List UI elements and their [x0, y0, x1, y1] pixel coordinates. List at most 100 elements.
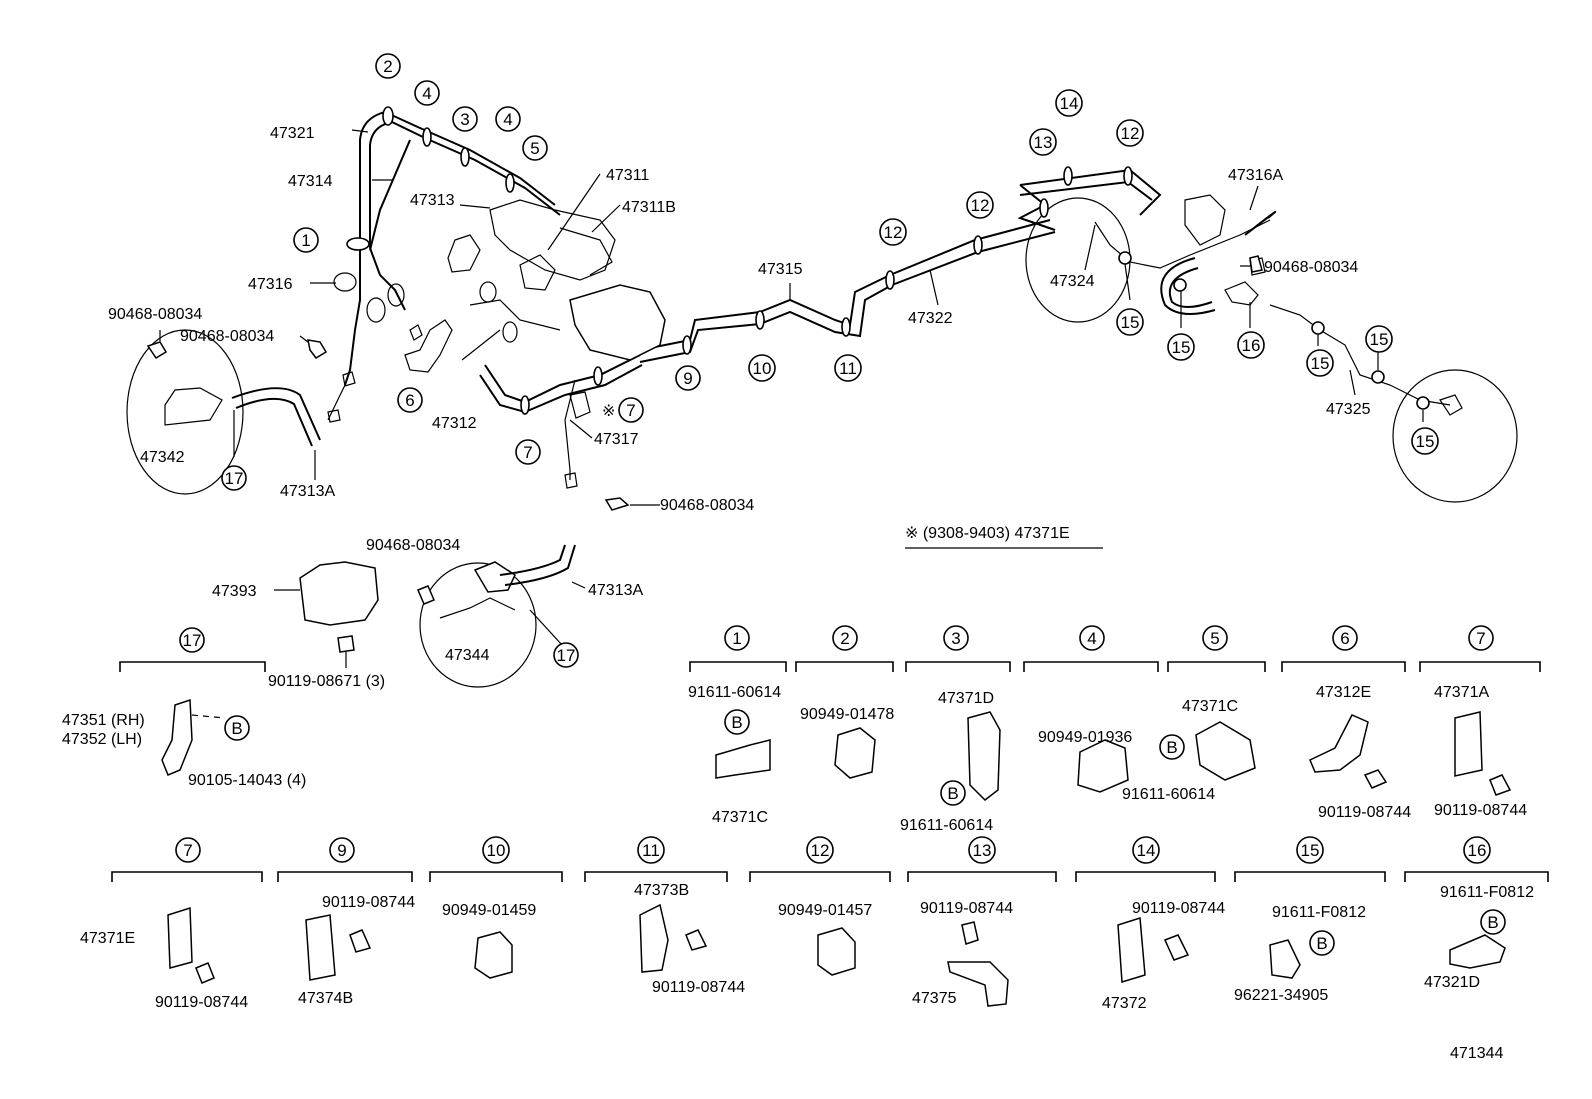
- clip-parts-top: [146, 255, 1263, 511]
- part-label: 17: [183, 631, 202, 650]
- part-label: 3: [951, 629, 960, 648]
- part-label: 10: [753, 359, 772, 378]
- callout-15: 15: [1167, 333, 1195, 361]
- part-label: 12: [884, 223, 903, 242]
- note-date-range: ※ (9308-9403) 47371E: [905, 525, 1070, 542]
- part-label: 12: [971, 196, 990, 215]
- callout-2: 2: [375, 53, 401, 79]
- label-90468-c: 90468-08034: [660, 497, 754, 514]
- detail-47393-47344: 47393 90119-08671 (3) 90468-08034 47344 …: [212, 537, 643, 690]
- callout-circle: [482, 836, 510, 864]
- callout-circle: [879, 218, 907, 246]
- detail-group-16: 16 91611-F0812 B 47321D: [1404, 836, 1549, 991]
- callout-circle: [637, 836, 665, 864]
- callout-circle: [224, 715, 250, 741]
- callout-circle: [618, 397, 644, 423]
- callout-circle: [806, 836, 834, 864]
- callout-circle: [724, 709, 750, 735]
- label-47322: 47322: [908, 310, 953, 327]
- label-90468-d: 90468-08034: [366, 537, 460, 554]
- callout-circle: [1237, 331, 1265, 359]
- callout-circle: [1159, 734, 1185, 760]
- brake-pipe-assembly: [126, 106, 1518, 503]
- part-label: 5: [1210, 629, 1219, 648]
- callout-10: 10: [748, 354, 776, 382]
- callout-7: 7: [515, 439, 541, 465]
- part-label: 47373B: [634, 882, 689, 899]
- callout-circle: [1480, 909, 1506, 935]
- callout-circle: [414, 80, 440, 106]
- part-label: 91611-F0812: [1272, 904, 1366, 921]
- callout-circle: [748, 354, 776, 382]
- part-label: 10: [487, 841, 506, 860]
- callout-circle: [221, 465, 247, 491]
- callout-15: 15: [1306, 349, 1334, 377]
- label-90468-right: 90468-08034: [1264, 259, 1358, 276]
- part-label: 90119-08744: [920, 900, 1013, 917]
- label-47311: 47311: [606, 167, 649, 184]
- part-label: 90119-08744: [1132, 900, 1225, 917]
- part-label: 16: [1468, 841, 1487, 860]
- callout-circle: [1411, 427, 1439, 455]
- label-47316: 47316: [248, 276, 293, 293]
- part-label: 15: [1416, 432, 1435, 451]
- part-label: B: [1316, 934, 1327, 953]
- part-label: 17: [557, 646, 576, 665]
- detail-group-4: 4 90949-01936: [1023, 625, 1159, 793]
- part-label: 90119-08744: [1318, 804, 1411, 821]
- part-label: 90119-08744: [155, 994, 248, 1011]
- callout-circle: [375, 53, 401, 79]
- part-label: 47371A: [1434, 684, 1489, 701]
- part-label: 4: [1087, 629, 1096, 648]
- callout-circle: [1306, 349, 1334, 377]
- callout-circle: [1116, 308, 1144, 336]
- part-label: B: [1487, 913, 1498, 932]
- callout-13: 13: [1029, 128, 1057, 156]
- callout-circle: [397, 387, 423, 413]
- part-label: B: [947, 784, 958, 803]
- part-label: 4: [422, 84, 431, 103]
- detail-group-17: 17 B 47351 (RH) 47352 (LH) 90105-14043 (…: [62, 627, 306, 789]
- callout-14: 14: [1055, 89, 1083, 117]
- callout-circle: [179, 627, 205, 653]
- callout-5: 5: [522, 135, 548, 161]
- callout-15: 15: [1411, 427, 1439, 455]
- part-label: B: [731, 713, 742, 732]
- part-label: 15: [1370, 330, 1389, 349]
- detail-group-9: 9 90119-08744 47374B: [277, 837, 415, 1007]
- callout-11: 11: [834, 354, 862, 382]
- callout-circle: [1116, 119, 1144, 147]
- callout-12: 12: [1116, 119, 1144, 147]
- part-label: 47372: [1102, 995, 1147, 1012]
- label-47313: 47313: [410, 192, 455, 209]
- label-47344: 47344: [445, 647, 490, 664]
- part-label: 14: [1060, 94, 1079, 113]
- part-label: 17: [225, 469, 244, 488]
- detail-group-3: 3 47371D B 91611-60614: [900, 625, 1011, 834]
- callout-circle: [1463, 836, 1491, 864]
- callout-circle: [515, 439, 541, 465]
- callout-circle: [943, 625, 969, 651]
- part-label: 3: [460, 110, 469, 129]
- callout-circle: [1079, 625, 1105, 651]
- part-label: 90119-08744: [322, 894, 415, 911]
- callout-17: 17: [221, 465, 247, 491]
- callout-circle: [1202, 625, 1228, 651]
- label-90119-08671: 90119-08671 (3): [268, 673, 385, 690]
- part-label: 6: [1340, 629, 1349, 648]
- detail-group-7a: 7 47371A 90119-08744: [1419, 625, 1541, 819]
- part-label: 7: [523, 443, 532, 462]
- part-label: 13: [973, 841, 992, 860]
- part-label: 96221-34905: [1234, 987, 1328, 1004]
- callout-4: 4: [414, 80, 440, 106]
- callout-12: 12: [966, 191, 994, 219]
- callout-circle: [966, 191, 994, 219]
- part-label: 47371C: [1182, 698, 1238, 715]
- callout-circle: [522, 135, 548, 161]
- callout-circle: [1309, 930, 1335, 956]
- part-label: 47374B: [298, 990, 353, 1007]
- label-47312: 47312: [432, 415, 477, 432]
- callouts-top: 2 4 3 4 5 1 6 7 7 9 10 11 12 12 13 14 12…: [221, 53, 1439, 491]
- part-label: 47375: [912, 990, 957, 1007]
- part-label: B: [1166, 738, 1177, 757]
